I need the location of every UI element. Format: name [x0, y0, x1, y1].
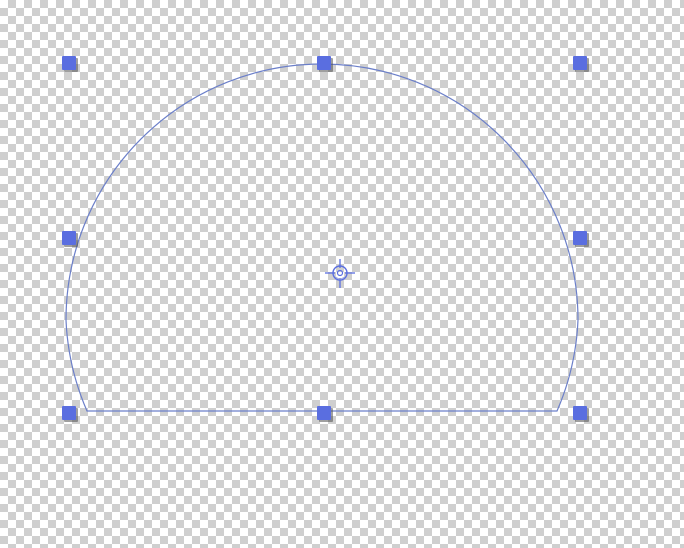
resize-handle-middle-right[interactable]: [573, 231, 587, 245]
resize-handle-bottom-center[interactable]: [317, 406, 331, 420]
resize-handle-bottom-left[interactable]: [62, 406, 76, 420]
resize-handle-top-right[interactable]: [573, 56, 587, 70]
resize-handle-bottom-right[interactable]: [573, 406, 587, 420]
crosshair-target-icon[interactable]: [322, 257, 358, 293]
resize-handle-top-center[interactable]: [317, 56, 331, 70]
resize-handle-top-left[interactable]: [62, 56, 76, 70]
resize-handle-middle-left[interactable]: [62, 231, 76, 245]
semicircle-shape[interactable]: [65, 63, 579, 412]
